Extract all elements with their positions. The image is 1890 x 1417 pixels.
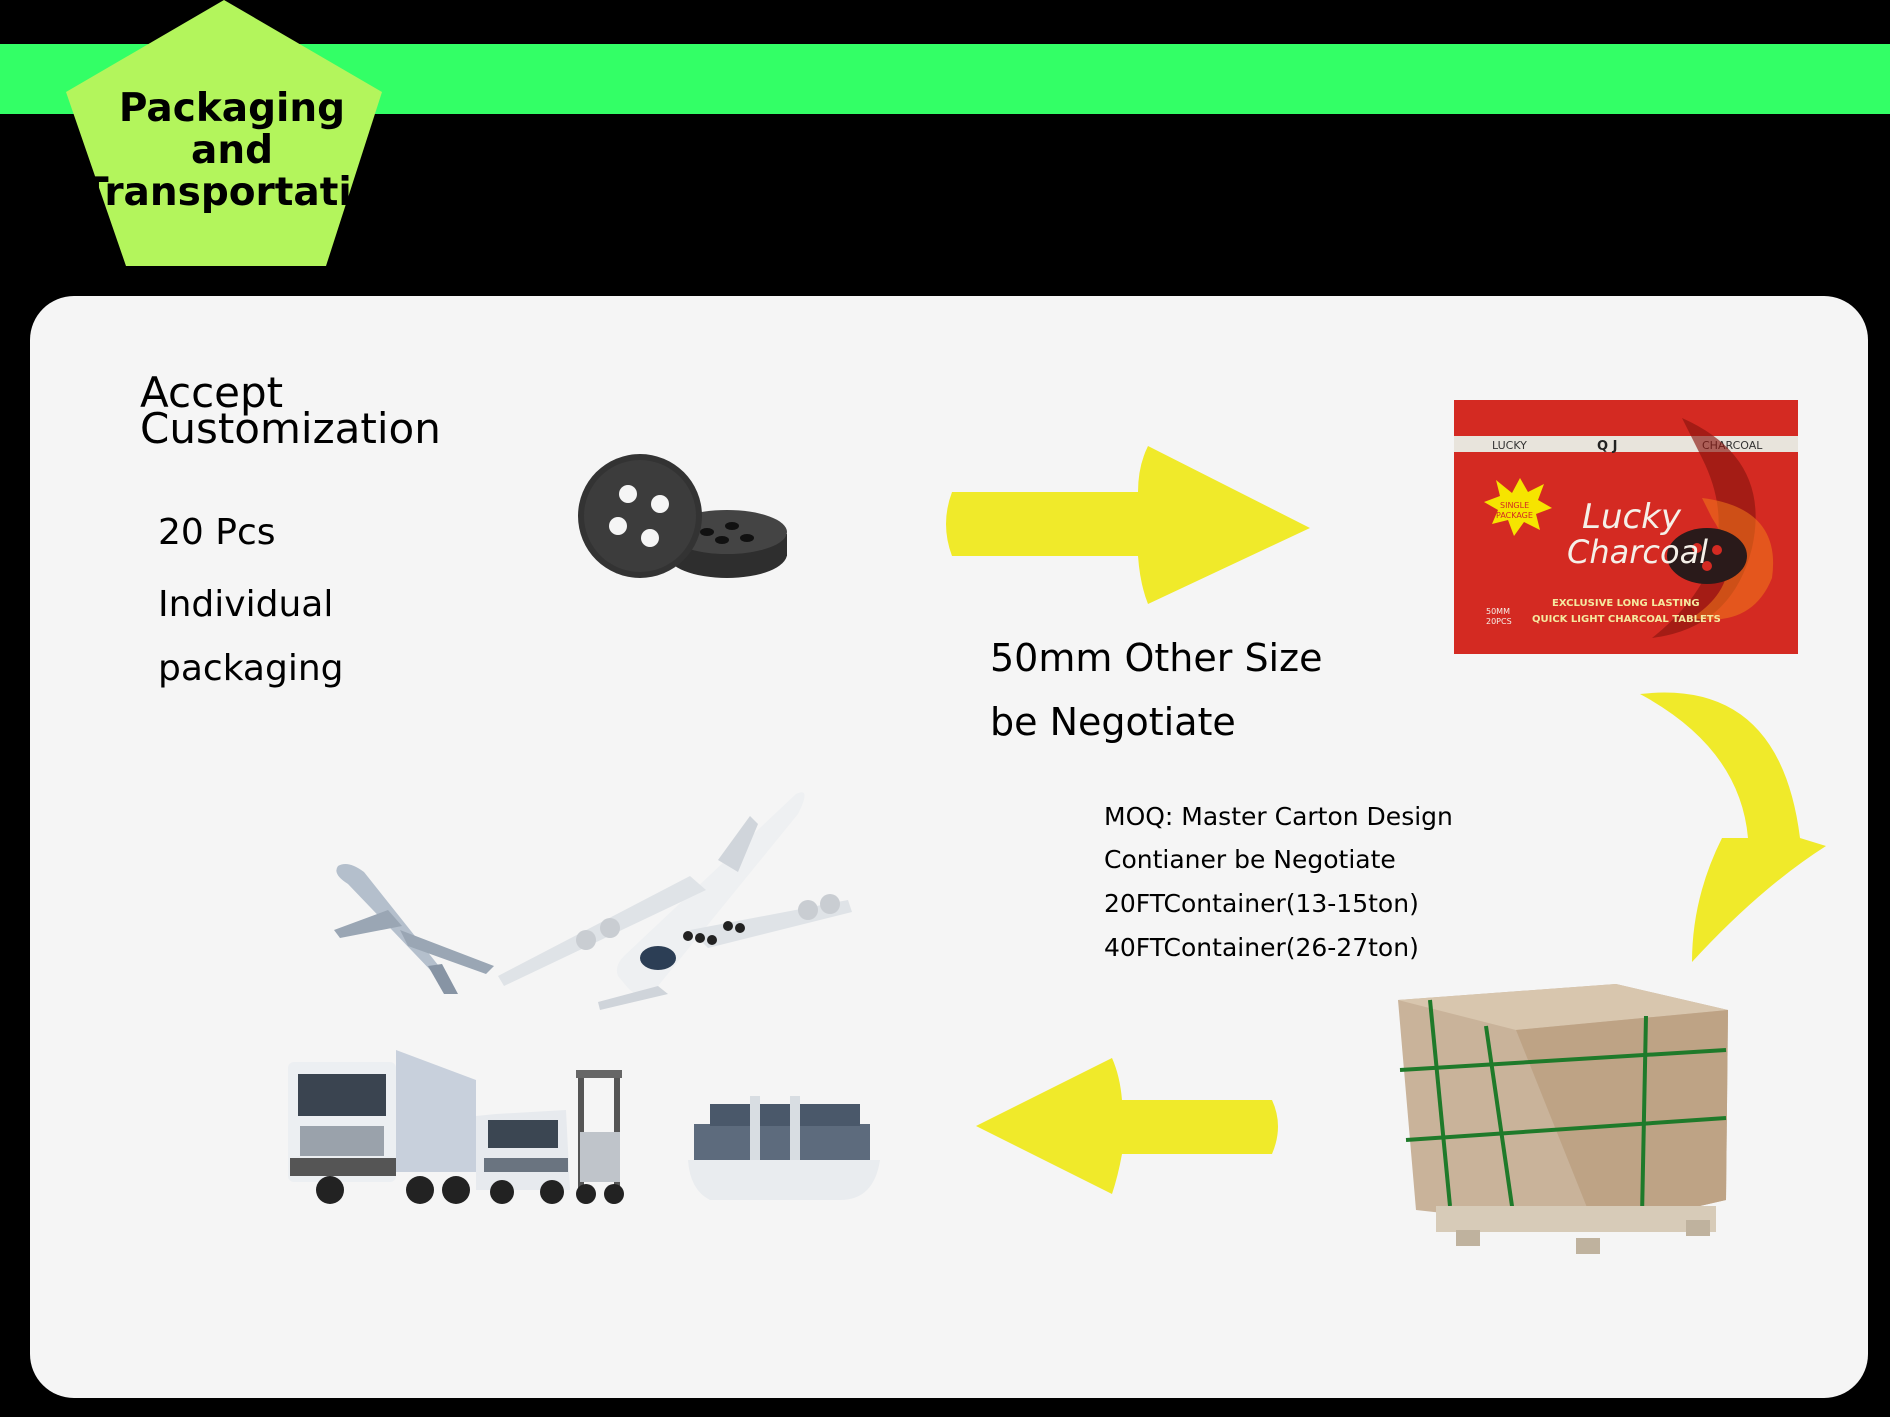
moq-line3: 20FTContainer(13-15ton) — [1104, 889, 1419, 918]
heading-accept: Accept — [140, 368, 284, 417]
box-size: 50MM — [1486, 607, 1510, 616]
packaging-label-line2: packaging — [158, 648, 344, 689]
moq-line4: 40FTContainer(26-27ton) — [1104, 933, 1419, 962]
moq-line1: MOQ: Master Carton Design — [1104, 802, 1453, 831]
curved-arrow-down-icon — [1640, 692, 1826, 962]
arrow-left-icon — [976, 1058, 1278, 1194]
master-carton-image — [1398, 984, 1728, 1254]
box-pcs: 20PCS — [1486, 617, 1512, 626]
heading-customization: Customization — [140, 404, 441, 453]
box-tagline-1: EXCLUSIVE LONG LASTING — [1552, 598, 1700, 609]
box-brand-center: Q J — [1597, 439, 1617, 454]
box-starburst-line1: SINGLE — [1500, 501, 1529, 510]
box-brand-left: LUCKY — [1492, 439, 1527, 452]
section-badge: Packaging and Transportation — [64, 0, 407, 266]
charcoal-tablets-image — [578, 454, 787, 578]
product-box-image: LUCKY Q J CHARCOAL SINGLE PACKAGE Lucky … — [1454, 400, 1798, 654]
box-script-line2: Charcoal — [1567, 533, 1708, 571]
box-script-line1: Lucky — [1582, 497, 1682, 537]
airplanes-image — [334, 792, 852, 1010]
box-starburst-line2: PACKAGE — [1496, 511, 1533, 520]
packaging-label-line1: Individual — [158, 584, 334, 625]
size-note-line1: 50mm Other Size — [990, 636, 1323, 680]
quantity-label: 20 Pcs — [158, 512, 276, 553]
arrow-right-icon — [946, 446, 1310, 604]
size-note-line2: be Negotiate — [990, 700, 1236, 744]
vehicles-image — [288, 1050, 880, 1204]
section-title: Packaging and Transportation — [82, 86, 407, 215]
moq-line2: Contianer be Negotiate — [1104, 845, 1396, 874]
box-tagline-2: QUICK LIGHT CHARCOAL TABLETS — [1532, 614, 1721, 625]
